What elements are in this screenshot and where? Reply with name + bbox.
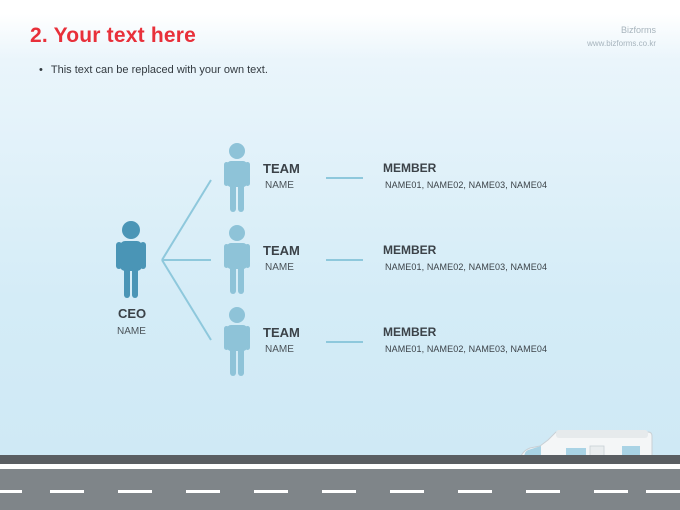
member-names: NAME01, NAME02, NAME03, NAME04: [385, 344, 548, 354]
lane-dash: [526, 490, 560, 493]
road-edge: [0, 455, 680, 464]
team-title: TEAM: [263, 243, 300, 258]
member-title: MEMBER: [383, 325, 437, 339]
team-member-connectors: [326, 177, 363, 343]
team-person-icon: [224, 307, 250, 376]
lane-dash: [458, 490, 492, 493]
team-name: NAME: [265, 262, 294, 273]
team-person-icon: [224, 225, 250, 294]
member-title: MEMBER: [383, 161, 437, 175]
ceo-name: NAME: [117, 326, 146, 337]
member-names: NAME01, NAME02, NAME03, NAME04: [385, 262, 548, 272]
ceo-person-icon: [116, 221, 146, 298]
lane-dash: [186, 490, 220, 493]
lane-dash: [594, 490, 628, 493]
lane-dash: [50, 490, 84, 493]
lane-dash: [390, 490, 424, 493]
lane-dash: [118, 490, 152, 493]
ceo-team-connectors: [161, 179, 212, 341]
brand-name: Bizforms: [620, 25, 656, 35]
team-title: TEAM: [263, 161, 300, 176]
team-name: NAME: [265, 180, 294, 191]
ceo-title: CEO: [118, 306, 147, 321]
team-name: NAME: [265, 344, 294, 355]
road-surface: [0, 469, 680, 510]
slide-title: 2. Your text here: [30, 24, 197, 47]
brand-block: Bizforms www.bizforms.co.kr: [587, 24, 656, 50]
team-title: TEAM: [263, 325, 300, 340]
member-title: MEMBER: [383, 243, 437, 257]
lane-dash: [0, 490, 22, 493]
lane-dash: [322, 490, 356, 493]
connector-line: [161, 179, 212, 261]
team-person-icon: [224, 143, 250, 212]
lane-dash: [646, 490, 680, 493]
lane-dash: [254, 490, 288, 493]
bullet-text: This text can be replaced with your own …: [50, 64, 268, 76]
bullet-dot: •: [39, 64, 43, 76]
brand-url: www.bizforms.co.kr: [587, 39, 656, 48]
member-names: NAME01, NAME02, NAME03, NAME04: [385, 180, 548, 190]
road-shoulder-line: [0, 464, 680, 469]
bullet-text-line: • This text can be replaced with your own…: [39, 64, 268, 76]
connector-line: [161, 259, 212, 341]
